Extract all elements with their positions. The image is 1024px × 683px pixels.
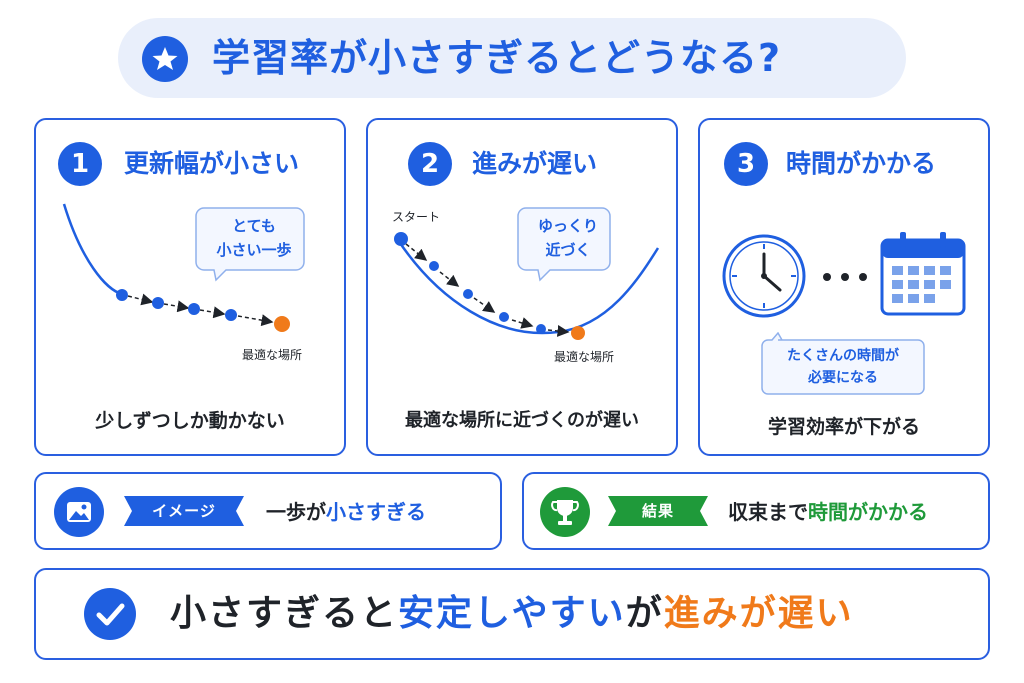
panel-2-title: 進みが遅い	[472, 149, 598, 178]
image-text-highlight: 小さすぎる	[326, 500, 426, 524]
step-dot	[225, 309, 237, 321]
step-arrows	[405, 243, 570, 337]
summary-box: 小さすぎると安定しやすいが進みが遅い	[34, 568, 990, 660]
bubble-line-2: 小さい一歩	[216, 241, 292, 259]
step-arrows	[127, 293, 274, 327]
result-ribbon-label: 結果	[641, 502, 674, 520]
result-text-plain: 収束まで	[728, 500, 808, 524]
start-label: スタート	[392, 210, 441, 224]
panel-1-title: 更新幅が小さい	[124, 149, 300, 178]
step-dot	[499, 312, 509, 322]
result-row-text: 収束まで時間がかかる	[728, 494, 928, 530]
panel-1-caption: 少しずつしか動かない	[95, 410, 285, 432]
step-dot	[463, 289, 473, 299]
goal-label: 最適な場所	[554, 350, 615, 364]
bubble-line-1: とても	[232, 217, 276, 235]
image-row-text: 一歩が小さすぎる	[266, 494, 426, 530]
step-dot	[536, 324, 546, 334]
valley-diagram	[394, 207, 660, 340]
summary-part-1: 小さすぎると	[170, 593, 399, 634]
panel-3-title: 時間がかかる	[786, 149, 937, 178]
summary-part-4: 進みが遅い	[663, 593, 854, 634]
image-row: イメージ 一歩が小さすぎる	[34, 472, 502, 550]
check-icon	[84, 588, 136, 640]
ellipsis-icon	[823, 273, 867, 281]
step-number-2: 2	[408, 142, 452, 186]
summary-part-3: が	[625, 593, 664, 634]
bubble-line-1: ゆっくり	[537, 217, 598, 235]
speech-bubble	[761, 332, 925, 395]
ribbon	[124, 496, 244, 526]
bubble-line-2: 近づく	[545, 241, 591, 259]
panel-slow-progress: 2 進みが遅い スタート ゆっくり 近づく 最適な場所 最適な場所に近づくのが遅…	[366, 118, 678, 456]
ribbon	[608, 496, 708, 526]
result-row: 結果 収束まで時間がかかる	[522, 472, 990, 550]
image-ribbon-label: イメージ	[152, 502, 216, 520]
small-steps-diagram	[62, 203, 305, 332]
speech-bubble	[517, 207, 611, 282]
step-dot	[188, 303, 200, 315]
calendar-icon	[880, 232, 966, 316]
step-number-3: 3	[724, 142, 768, 186]
panel-takes-time: 3 時間がかかる たくさんの時間が 必要になる 学習効率が下がる	[698, 118, 990, 456]
page-title: 学習率が小さすぎるとどうなる?	[212, 36, 782, 80]
bubble-line-2: 必要になる	[808, 370, 878, 386]
goal-label: 最適な場所	[242, 348, 303, 362]
goal-dot	[274, 316, 290, 332]
summary-text: 小さすぎると安定しやすいが進みが遅い	[170, 584, 854, 644]
trophy-icon	[540, 487, 590, 537]
title-banner	[118, 18, 906, 98]
step-dot	[152, 297, 164, 309]
speech-bubble	[195, 207, 305, 282]
panel-update-width: 1 更新幅が小さい とても 小さい一歩 最適な場所 少しずつしか動かない	[34, 118, 346, 456]
bubble-line-1: たくさんの時間が	[787, 348, 899, 364]
panel-3-caption: 学習効率が下がる	[767, 416, 920, 438]
start-dot	[394, 232, 408, 246]
summary-part-2: 安定しやすい	[398, 593, 626, 634]
step-dot	[429, 261, 439, 271]
step-dot	[116, 289, 128, 301]
step-number-1: 1	[58, 142, 102, 186]
image-text-plain: 一歩が	[266, 500, 326, 524]
goal-dot	[571, 326, 585, 340]
image-icon	[54, 487, 104, 537]
star-icon	[142, 36, 188, 82]
clock-icon	[722, 234, 806, 318]
result-text-highlight: 時間がかかる	[808, 500, 928, 524]
panel-2-caption: 最適な場所に近づくのが遅い	[405, 410, 639, 431]
